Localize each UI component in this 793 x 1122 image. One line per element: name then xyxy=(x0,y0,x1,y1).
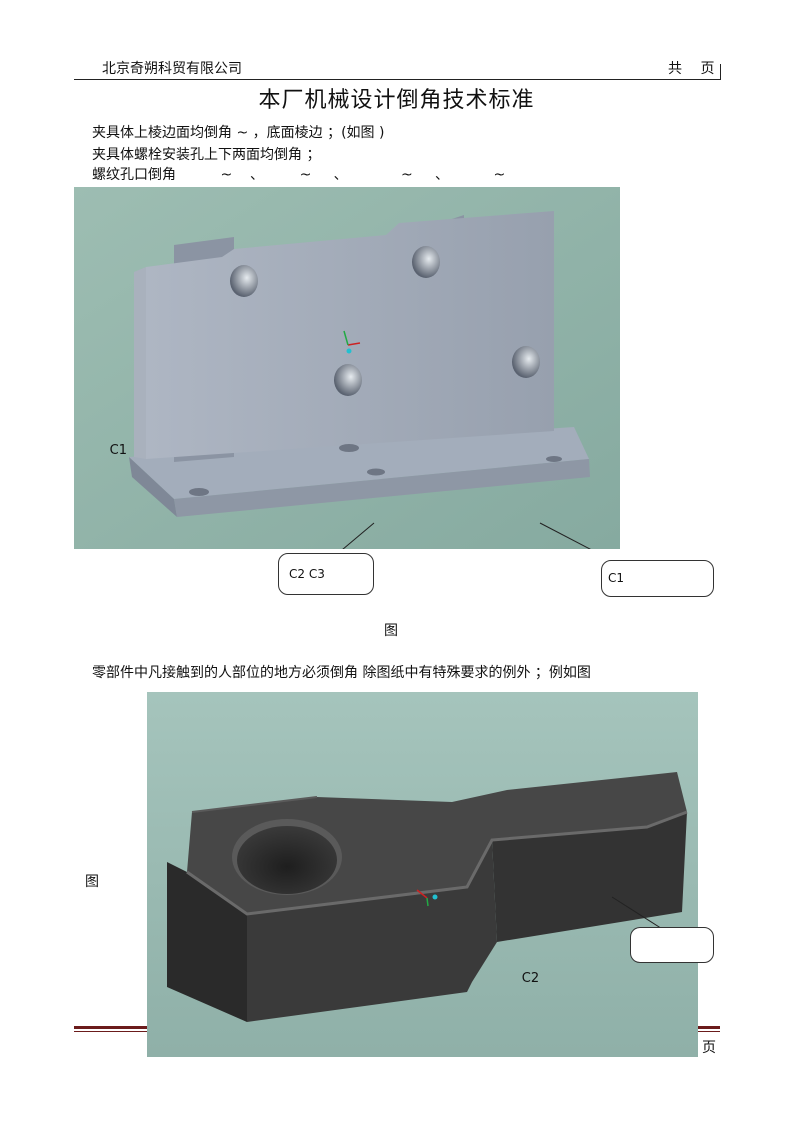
footer-page: 页 xyxy=(702,1040,716,1056)
callout-figure-2 xyxy=(630,927,714,963)
paragraph-3: 螺纹孔口倒角 ~ 、 ~ 、 ~ 、 ~ xyxy=(92,167,506,183)
figure-1-label-c1: C1 xyxy=(89,443,128,458)
header-rule xyxy=(74,79,720,80)
header-tick xyxy=(720,64,721,80)
callout-c2-c3: C2 C3 xyxy=(278,553,374,595)
figure-2-part-render xyxy=(147,692,698,1057)
page-count: 共 页 xyxy=(668,61,715,77)
figure-1-caption: 图 xyxy=(384,623,398,639)
figure-1-label-top xyxy=(89,421,101,436)
paragraph-1: 夹具体上棱边面均倒角 ~ ，底面棱边 ；(如图 ) xyxy=(92,125,385,141)
figure-2-label-c2: C2 xyxy=(497,971,540,986)
paragraph-4: 零部件中凡接触到的人部位的地方必须倒角 除图纸中有特殊要求的例外 ；例如图 xyxy=(92,665,591,681)
callout-c2-c3-text: C2 C3 xyxy=(289,567,325,581)
callout-c1: C1 xyxy=(601,560,714,597)
page-title: 本厂机械设计倒角技术标准 xyxy=(258,88,535,113)
figure-1-fixture-render xyxy=(74,187,635,573)
company-name: 北京奇朔科贸有限公司 xyxy=(102,61,242,77)
callout-c1-text: C1 xyxy=(608,571,625,585)
figure-2-side-label: 图 xyxy=(85,874,99,890)
paragraph-2: 夹具体螺栓安装孔上下两面均倒角 ； xyxy=(92,147,321,163)
